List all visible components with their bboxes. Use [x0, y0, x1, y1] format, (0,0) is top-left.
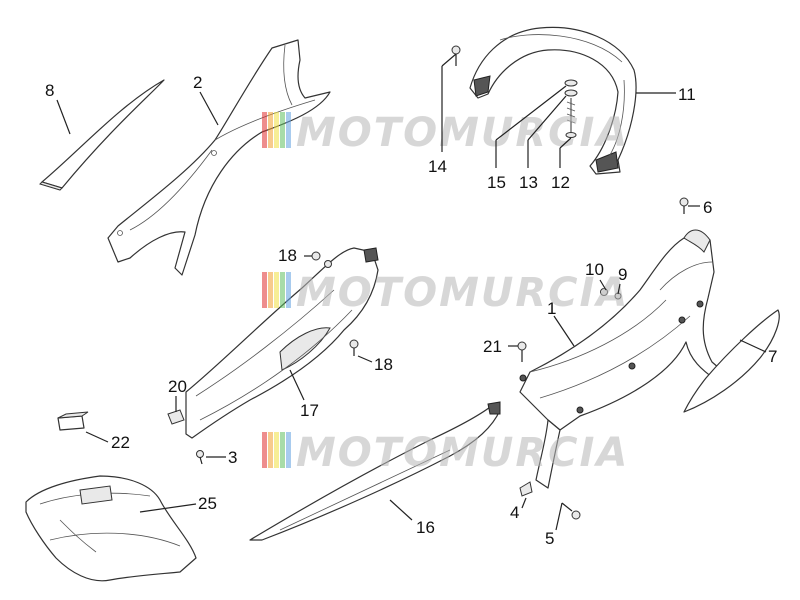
part-9-10-fasteners: [600, 288, 622, 300]
part-21-screw: [517, 341, 527, 362]
leader-lines: [56, 53, 767, 531]
callout-18-top: 18: [278, 246, 297, 265]
part-2-side-panel: [107, 39, 331, 276]
callout-9: 9: [618, 265, 627, 284]
part-17-side-panel: [185, 247, 379, 439]
callout-15: 15: [487, 173, 506, 192]
callout-labels: 8 2 14 15 13 12 11 6 10 9 1 7 21 4 5 18 …: [45, 73, 777, 548]
part-4-clip: [519, 481, 533, 497]
part-6-screw: [679, 197, 689, 214]
callout-11: 11: [678, 85, 696, 104]
callout-4: 4: [510, 503, 519, 522]
callout-17: 17: [300, 401, 319, 420]
callout-16: 16: [416, 518, 435, 537]
part-22-block: [57, 411, 89, 431]
part-1-side-cover: [519, 229, 727, 431]
part-5-screw: [561, 502, 581, 520]
callout-22: 22: [111, 433, 130, 452]
callout-20: 20: [168, 377, 187, 396]
callout-18-bottom: 18: [374, 355, 393, 374]
part-1-lower-leg: [535, 419, 561, 489]
callout-14: 14: [428, 157, 447, 176]
callout-25: 25: [198, 494, 217, 513]
callout-5: 5: [545, 529, 554, 548]
callout-6: 6: [703, 198, 712, 217]
callout-1: 1: [547, 299, 556, 318]
callout-13: 13: [519, 173, 538, 192]
part-7-trim-strip: [683, 309, 780, 413]
part-8-trim-strip: [39, 79, 165, 191]
part-18-screw-bottom: [349, 339, 359, 356]
watermark-text-bottom: MOTOMURCIA: [296, 430, 629, 476]
part-25-floor-tray: [25, 475, 197, 582]
callout-10: 10: [585, 260, 604, 279]
watermark-text-top: MOTOMURCIA: [296, 110, 629, 156]
watermark-middle: MOTOMURCIA: [262, 270, 629, 316]
callout-21: 21: [483, 337, 502, 356]
callout-3: 3: [228, 448, 237, 467]
part-16-lower-strip: [249, 401, 501, 541]
part-11-grab-rail: [469, 26, 637, 175]
watermark-bottom: MOTOMURCIA: [262, 430, 629, 476]
watermark-text-middle: MOTOMURCIA: [296, 270, 629, 316]
callout-8: 8: [45, 81, 54, 100]
part-3-screw: [196, 450, 204, 465]
callout-2: 2: [193, 73, 202, 92]
callout-7: 7: [768, 347, 777, 366]
part-20-clip: [167, 409, 185, 425]
callout-12: 12: [551, 173, 570, 192]
part-18-screw-top: [311, 251, 332, 268]
watermark-top: MOTOMURCIA: [262, 110, 629, 156]
